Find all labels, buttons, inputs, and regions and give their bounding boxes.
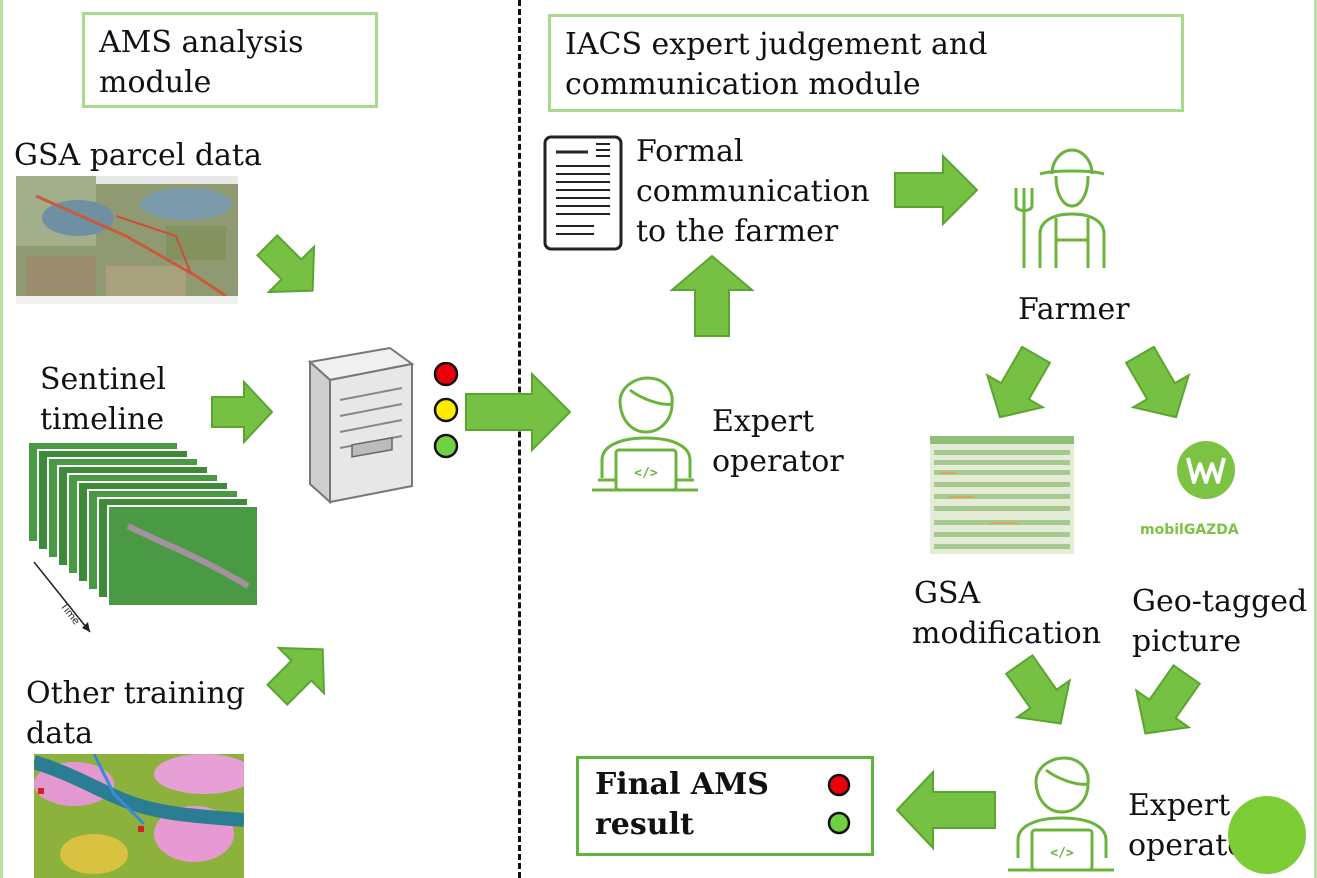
expert1-line1: Expert [712, 404, 815, 439]
arrow-gsa-to-expert [1004, 653, 1072, 725]
server-icon [307, 346, 415, 504]
yellow-light [433, 397, 459, 423]
gsa-modification-label: GSA modification [912, 574, 1101, 654]
arrow-farmer-to-gsa [985, 345, 1052, 419]
gsa-parcel-map-image [16, 176, 238, 304]
final-result-lights [827, 773, 851, 835]
mobilgazda-logo-icon [1177, 441, 1235, 499]
arrow-geo-to-expert [1134, 663, 1202, 735]
gsa-modification-screenshot [930, 436, 1074, 554]
gsa-parcel-label: GSA parcel data [14, 138, 262, 173]
document-icon [543, 135, 623, 251]
formal-line3: to the farmer [636, 214, 839, 249]
arrow-farmer-to-geo [1124, 345, 1191, 419]
arrow-training-to-server [266, 646, 326, 706]
final-red-light [827, 773, 851, 797]
expert-operator-icon: </> [592, 376, 698, 492]
final-line2: result [595, 807, 694, 842]
ams-module-title: AMS analysis module [99, 25, 304, 100]
svg-text:</>: </> [1050, 846, 1074, 861]
decorative-green-circle [1228, 796, 1306, 874]
farmer-label: Farmer [1018, 292, 1130, 327]
gsa-mod-line2: modification [912, 616, 1102, 651]
final-ams-result-box: Final AMS result [576, 756, 874, 856]
arrow-communication-to-farmer [894, 153, 979, 227]
arrow-sentinel-to-server [211, 379, 274, 445]
farmer-icon [1014, 148, 1106, 268]
final-green-light [827, 811, 851, 835]
arrow-expert-to-final [895, 769, 996, 851]
module-divider [518, 0, 521, 878]
final-line1: Final AMS [595, 767, 769, 802]
sentinel-image-stack: Time [27, 441, 259, 633]
gsa-mod-line1: GSA [914, 576, 981, 611]
other-training-line1: Other training [26, 676, 245, 711]
mobilgazda-brand: mobilGAZDA [1140, 522, 1239, 538]
expert-operator-label: Expert operator [712, 402, 844, 482]
arrow-expert-to-communication [669, 254, 755, 337]
other-training-label: Other training data [26, 674, 245, 754]
other-training-line2: data [26, 716, 94, 751]
formal-line2: communication [636, 174, 870, 209]
formal-communication-label: Formal communication to the farmer [636, 132, 870, 252]
iacs-module-title: IACS expert judgement and communication … [565, 27, 988, 102]
geo-line1: Geo-tagged [1132, 584, 1308, 619]
geo-line2: picture [1132, 624, 1242, 659]
sentinel-label: Sentinel timeline [40, 360, 166, 440]
formal-line1: Formal [636, 134, 744, 169]
sentinel-label-line1: Sentinel [40, 362, 166, 397]
geo-tagged-label: Geo-tagged picture [1132, 582, 1307, 662]
ams-module-box: AMS analysis module [82, 12, 378, 108]
expert-operator-2-icon: </> [1008, 756, 1114, 872]
traffic-light-indicator [433, 362, 459, 459]
svg-text:</>: </> [634, 466, 658, 481]
red-light [433, 362, 459, 387]
iacs-module-box: IACS expert judgement and communication … [548, 14, 1184, 112]
sentinel-label-line2: timeline [40, 402, 165, 437]
green-light [433, 433, 459, 459]
expert2-line1: Expert [1128, 788, 1231, 823]
training-data-map-image [34, 754, 244, 878]
expert1-line2: operator [712, 444, 844, 479]
arrow-server-to-expert [465, 371, 572, 453]
arrow-parcel-to-server [256, 234, 316, 294]
